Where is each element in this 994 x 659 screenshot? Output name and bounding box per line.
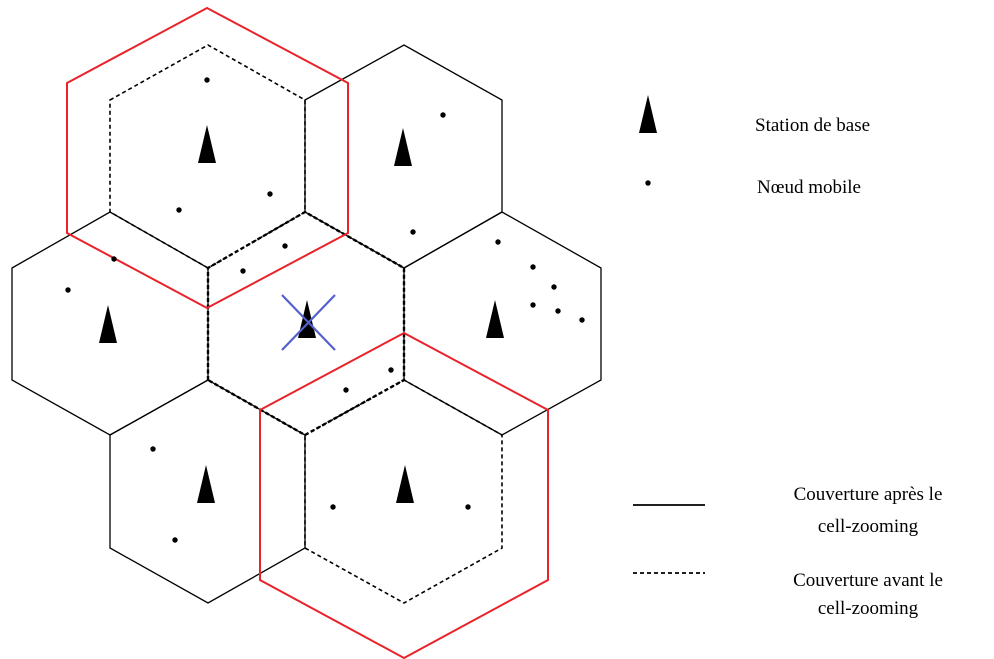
legend-base-station-label: Station de base xyxy=(755,115,870,136)
x-mark-icon xyxy=(281,294,336,351)
cell-right xyxy=(403,211,602,436)
antenna-tower-icon xyxy=(198,125,216,163)
dot-icon xyxy=(282,243,288,249)
cells-enlarged xyxy=(66,6,549,659)
legend: Station de base Nœud mobile Couverture a… xyxy=(633,115,943,619)
cells-dashed xyxy=(109,44,503,604)
base-stations xyxy=(99,95,657,503)
dot-icon xyxy=(176,207,182,213)
dot-icon xyxy=(440,112,446,118)
dot-icon xyxy=(388,367,394,373)
antenna-tower-icon xyxy=(394,128,412,166)
legend-before-label-line2: cell-zooming xyxy=(818,598,919,619)
dot-icon xyxy=(465,504,471,510)
legend-mobile-node-label: Nœud mobile xyxy=(757,177,861,198)
dot-icon xyxy=(330,504,336,510)
legend-after-label-line2: cell-zooming xyxy=(818,516,919,537)
dot-icon xyxy=(111,256,117,262)
legend-after-label-line1: Couverture après le xyxy=(794,484,943,505)
legend-antenna-tower-icon xyxy=(639,95,657,133)
dot-icon xyxy=(343,387,349,393)
cell-center-before xyxy=(206,210,406,437)
dot-icon xyxy=(410,229,416,235)
dot-icon xyxy=(530,264,536,270)
dot-icon xyxy=(495,239,501,245)
dot-icon xyxy=(240,268,246,274)
antenna-tower-icon xyxy=(486,300,504,338)
antenna-tower-icon xyxy=(99,305,117,343)
dot-icon xyxy=(579,317,585,323)
dot-icon xyxy=(172,537,178,543)
antenna-tower-icon xyxy=(396,465,414,503)
cell-top-left-before xyxy=(109,44,306,269)
enlarged-cell-bottom-right xyxy=(259,331,549,659)
antenna-tower-icon xyxy=(197,465,215,503)
dot-icon xyxy=(555,308,561,314)
legend-before-label-line1: Couverture avant le xyxy=(793,570,943,591)
mobile-nodes xyxy=(65,77,585,543)
enlarged-cell-top-left xyxy=(66,6,349,310)
dot-icon xyxy=(204,77,210,83)
dot-icon xyxy=(530,302,536,308)
dot-icon xyxy=(65,287,71,293)
dot-icon xyxy=(267,191,273,197)
legend-dot-icon xyxy=(645,180,651,186)
dot-icon xyxy=(150,446,156,452)
dot-icon xyxy=(551,284,557,290)
